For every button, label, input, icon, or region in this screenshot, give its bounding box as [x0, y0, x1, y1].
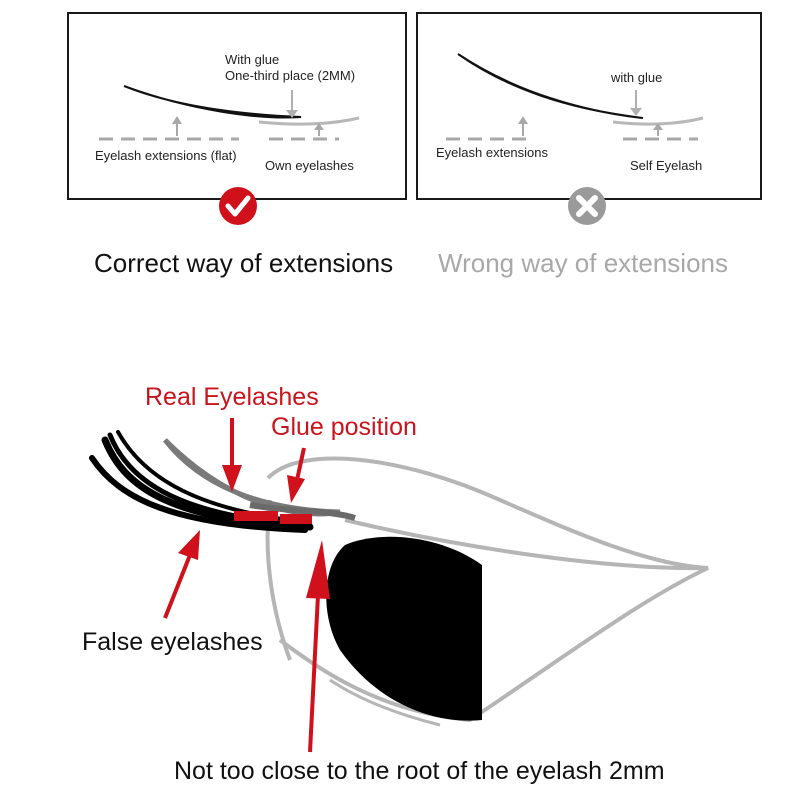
glue-label: with glue: [611, 70, 663, 85]
self-lash-label: Self Eyelash: [630, 158, 703, 173]
own-lash-label: Own eyelashes: [265, 158, 354, 173]
glue-place-label: One-third place (2MM): [225, 68, 356, 83]
correct-panel: With glue One-third place (2MM) Eyelash …: [67, 12, 407, 200]
glue-bar-2: [280, 514, 312, 524]
extension-lash-shape: [123, 85, 302, 119]
wrong-panel: with glue Eyelash extensions Self Eyelas…: [416, 12, 762, 200]
self-lash-shape: [612, 116, 704, 126]
false-eyelashes-label: False eyelashes: [82, 628, 263, 656]
eye-outline: [278, 518, 709, 723]
own-lash-shape: [258, 116, 360, 126]
glue-position-label: Glue position: [271, 413, 417, 441]
lower-lid: [329, 678, 441, 727]
extension-label: Eyelash extensions: [436, 145, 549, 160]
correct-diagram: [99, 85, 360, 141]
x-circle-icon: [568, 187, 606, 225]
root-distance-arrow: [306, 540, 330, 753]
correct-caption: Correct way of extensions: [94, 248, 394, 278]
glue-position-arrow: [287, 447, 306, 503]
glue-label: With glue: [225, 52, 280, 67]
glue-bar-1: [234, 511, 278, 521]
wrong-caption: Wrong way of extensions: [438, 248, 728, 278]
extension-lash-shape: [457, 53, 644, 119]
false-eyelashes-arrow: [163, 530, 200, 619]
wrong-diagram: [446, 53, 704, 141]
root-distance-note: Not too close to the root of the eyelash…: [174, 757, 665, 785]
real-eyelashes-label: Real Eyelashes: [145, 383, 319, 411]
upper-eyelid: [266, 456, 709, 570]
check-circle-icon: [219, 187, 257, 225]
pupil-shape: [326, 536, 482, 721]
real-eyelashes-arrow: [222, 418, 242, 492]
extension-label: Eyelash extensions (flat): [95, 148, 237, 163]
